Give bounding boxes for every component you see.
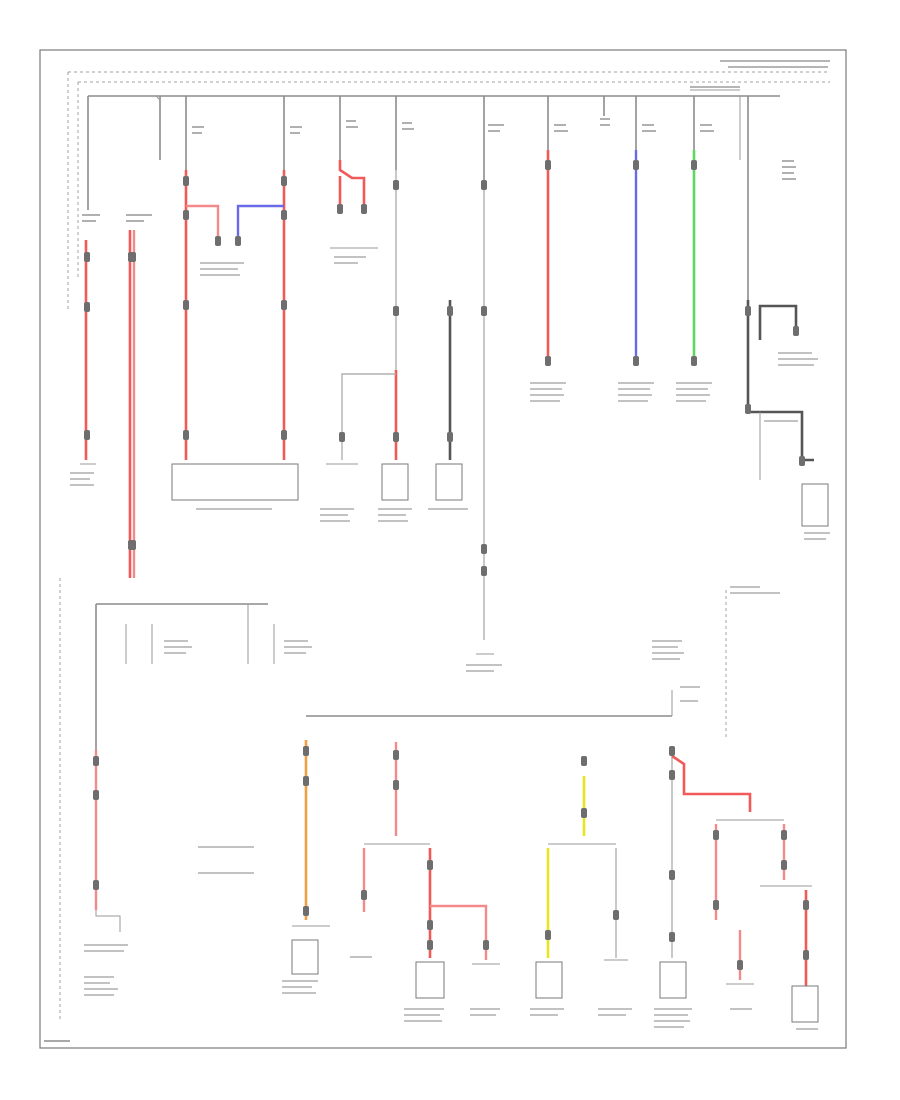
component-4 — [659, 961, 687, 999]
header-marks — [690, 60, 830, 88]
right-module — [801, 483, 829, 527]
diagram-frame — [39, 49, 847, 1049]
terminal-ticks — [80, 95, 754, 985]
bus-drops — [87, 96, 749, 300]
component-1 — [291, 939, 319, 975]
component-3 — [535, 961, 563, 999]
left-feeds — [84, 230, 136, 578]
lower-bus — [306, 590, 727, 740]
top-power-bus — [67, 71, 830, 310]
center-feeds — [341, 170, 485, 640]
srs-control-unit — [171, 463, 299, 501]
relay-top — [330, 160, 378, 249]
component-2 — [415, 961, 445, 999]
module-b — [435, 463, 463, 501]
srs-feeds — [171, 170, 299, 501]
colored-drops — [546, 150, 696, 360]
left-lower-feed — [94, 750, 121, 932]
component-5 — [791, 985, 819, 1023]
lower-components — [291, 939, 819, 1023]
module-a — [381, 463, 409, 501]
caption-marks — [44, 256, 830, 1042]
fuse-label-marks — [82, 118, 796, 222]
lower-feeds — [304, 740, 812, 986]
right-relay — [746, 300, 829, 527]
left-relays — [59, 578, 275, 1020]
connector-marks — [84, 160, 809, 970]
